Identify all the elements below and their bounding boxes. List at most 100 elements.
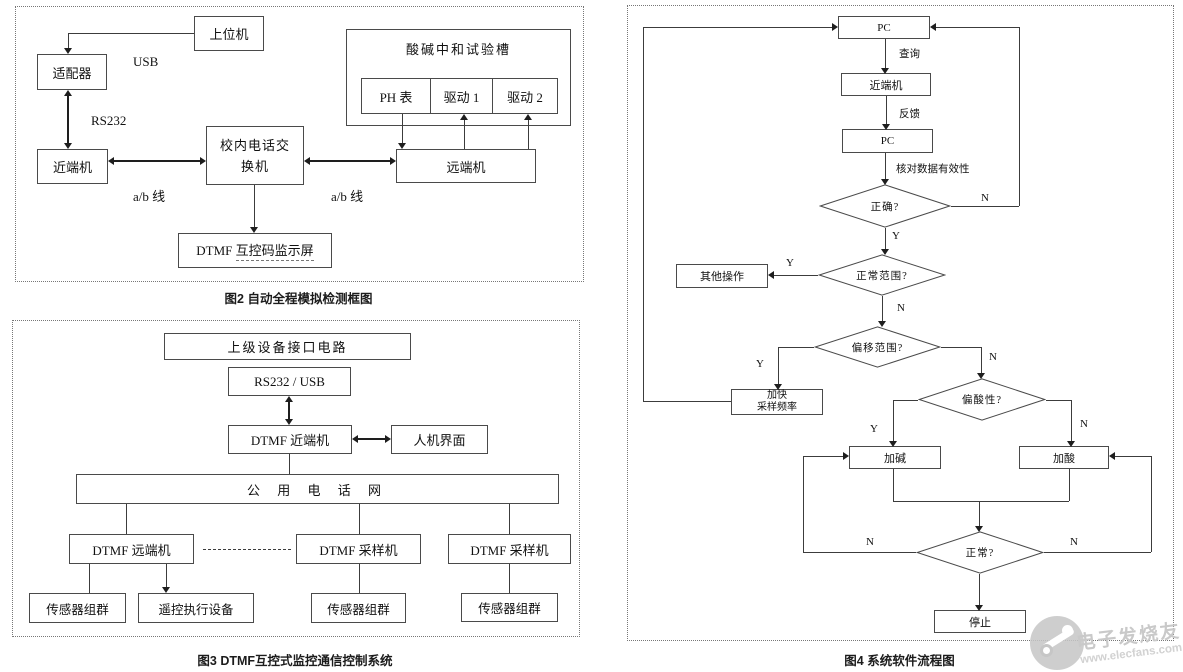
node-label: 采样频率 <box>757 402 797 413</box>
arrowhead <box>352 435 358 443</box>
node-label: 加碱 <box>884 452 906 465</box>
connector <box>1071 400 1072 441</box>
arrowhead <box>768 271 774 279</box>
arrowhead <box>390 157 396 165</box>
fig4-caption: 图4 系统软件流程图 <box>844 654 955 668</box>
connector <box>643 27 832 28</box>
arrowhead <box>285 419 293 425</box>
node-remote-actuator: 遥控执行设备 <box>138 593 254 623</box>
node-label: 公 用 电 话 网 <box>246 482 388 498</box>
node-sensor-group-2: 传感器组群 <box>311 593 406 623</box>
node-pc-2: PC <box>842 129 933 153</box>
connector <box>885 39 886 68</box>
connector <box>402 114 403 143</box>
node-dtmf-remote: DTMF 远端机 <box>69 534 194 564</box>
arrowhead <box>162 587 170 593</box>
node-public-telephone-network: 公 用 电 话 网 <box>76 474 559 504</box>
connector <box>893 469 894 501</box>
node-label: 遥控执行设备 <box>158 602 234 617</box>
node-dtmf-monitor-screen: DTMF 互控码监示屏 <box>178 233 332 268</box>
decision-offset-range: 偏移范围? <box>814 326 941 368</box>
connector <box>941 347 981 348</box>
arrowhead <box>843 452 849 460</box>
node-hmi: 人机界面 <box>391 425 488 454</box>
connector <box>1044 552 1151 553</box>
node-label: RS232 / USB <box>254 373 325 389</box>
arrowhead <box>64 90 72 96</box>
connector <box>1019 27 1020 206</box>
arrowhead <box>1067 441 1075 447</box>
arrowhead <box>977 373 985 379</box>
node-dtmf-near-end: DTMF 近端机 <box>228 425 352 454</box>
node-label: 人机界面 <box>413 433 466 448</box>
connector <box>979 574 980 605</box>
node-label: 上级设备接口电路 <box>227 340 348 355</box>
edge-label-feedback: 反馈 <box>899 109 920 120</box>
connector <box>68 33 194 34</box>
fig4-frame: PC 近端机 PC 正确? 其他操作 正常范围? 偏移范围? 加快 采样频率 偏… <box>627 5 1174 641</box>
connector <box>885 153 886 179</box>
node-label: 驱动 2 <box>507 89 543 105</box>
edge-label-n: N <box>1070 536 1078 548</box>
tank-title: 酸碱中和试验槽 <box>405 42 511 57</box>
arrowhead <box>832 23 838 31</box>
edge-label-n: N <box>981 192 989 204</box>
connector <box>885 228 886 249</box>
node-label: 加快 <box>767 390 787 401</box>
node-label: 传感器组群 <box>478 602 541 616</box>
node-label: 正常? <box>965 548 995 559</box>
watermark: 电子发烧友 www.elecfans.com <box>1018 608 1183 672</box>
connector <box>951 206 1019 207</box>
edge-label-y: Y <box>892 230 900 242</box>
connector <box>893 400 894 441</box>
node-drive2: 驱动 2 <box>492 78 558 114</box>
connector <box>509 564 510 593</box>
arrowhead <box>1109 452 1115 460</box>
node-label: 加酸 <box>1053 452 1075 465</box>
node-label: 传感器组群 <box>327 602 390 617</box>
connector <box>893 400 918 401</box>
arrowhead <box>250 227 258 233</box>
connector <box>126 504 127 534</box>
arrowhead <box>975 526 983 532</box>
connector <box>288 402 290 419</box>
arrowhead <box>64 48 72 54</box>
connector <box>166 564 167 587</box>
edge-label-y: Y <box>870 423 878 435</box>
connector <box>1046 400 1071 401</box>
node-label: 正确? <box>870 201 900 213</box>
node-label: 其他操作 <box>700 271 744 283</box>
node-near-end-unit: 近端机 <box>841 73 931 96</box>
arrowhead <box>881 249 889 255</box>
fig3-caption: 图3 DTMF互控式监控通信控制系统 <box>197 654 393 668</box>
node-host-computer: 上位机 <box>194 16 264 51</box>
connector <box>358 438 385 440</box>
node-remote-unit: 远端机 <box>396 149 536 183</box>
connector <box>893 501 1069 502</box>
node-sensor-group-3: 传感器组群 <box>461 593 558 622</box>
connector <box>643 27 644 401</box>
node-label: 互控码监示屏 <box>235 240 314 261</box>
node-speed-up-sampling: 加快 采样频率 <box>731 389 823 415</box>
arrowhead <box>398 143 406 149</box>
connector <box>509 504 510 534</box>
node-label: 传感器组群 <box>46 602 109 617</box>
node-adapter: 适配器 <box>37 54 107 90</box>
node-label: DTMF 远端机 <box>92 542 171 558</box>
node-label: 远端机 <box>446 159 486 175</box>
connector <box>1151 456 1152 552</box>
arrowhead <box>200 157 206 165</box>
edge-label-n: N <box>1080 418 1088 430</box>
watermark-logo-icon <box>1040 644 1053 657</box>
arrowhead <box>460 114 468 120</box>
arrowhead <box>524 114 532 120</box>
connector <box>886 96 887 124</box>
connector <box>778 347 779 384</box>
decision-normal: 正常? <box>916 531 1044 574</box>
arrowhead <box>304 157 310 165</box>
node-dtmf-sampler-2: DTMF 采样机 <box>448 534 571 564</box>
arrowhead <box>878 321 886 327</box>
edge-label-usb: USB <box>133 54 159 69</box>
edge-label-ab-line: a/b 线 <box>133 189 166 204</box>
